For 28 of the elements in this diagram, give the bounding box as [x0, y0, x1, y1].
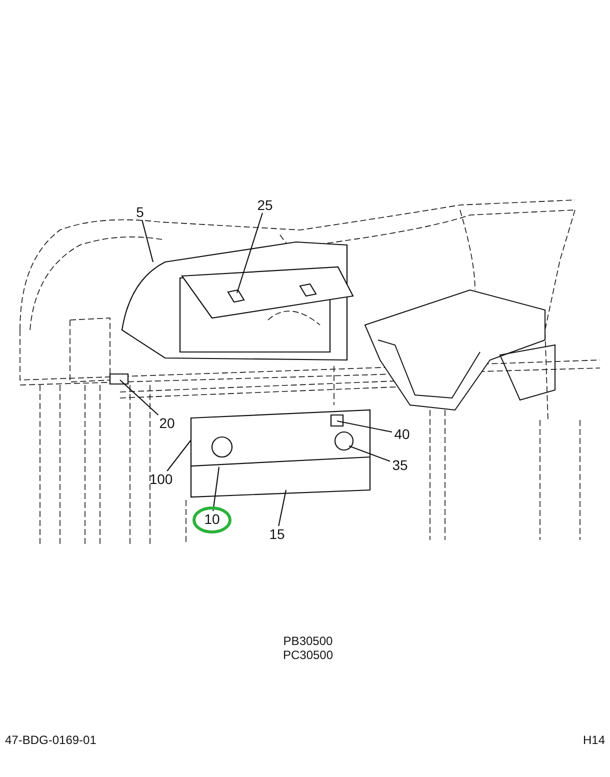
drawing-number: 47-BDG-0169-01 [5, 733, 96, 748]
callout-number: 20 [152, 414, 182, 432]
leader-line [278, 490, 287, 526]
front-panel [190, 409, 371, 467]
leader-line [120, 380, 159, 416]
round-lamp [334, 431, 354, 451]
leader-line [348, 445, 390, 462]
callout-number: 35 [385, 456, 415, 474]
leader-line [166, 440, 192, 472]
connector-clip [330, 414, 344, 427]
callout-number: 15 [262, 525, 292, 543]
model-code: PB30500 [283, 634, 333, 649]
leader-line [336, 420, 392, 433]
callout-number: 100 [146, 470, 176, 488]
callout-number: 40 [387, 425, 417, 443]
model-code: PC30500 [282, 648, 334, 663]
round-hole [211, 436, 233, 458]
leader-line [142, 220, 154, 262]
leader-line [212, 466, 220, 512]
callout-number: 5 [125, 203, 155, 221]
callout-number: 25 [250, 196, 280, 214]
storage-compartment [121, 241, 354, 361]
lower-trim-strip [190, 457, 371, 498]
leader-line [236, 212, 263, 294]
mounting-bracket [109, 373, 129, 385]
callout-number: 10 [197, 510, 227, 528]
compartment-lid [180, 266, 354, 319]
page-reference: H14 [583, 733, 606, 748]
